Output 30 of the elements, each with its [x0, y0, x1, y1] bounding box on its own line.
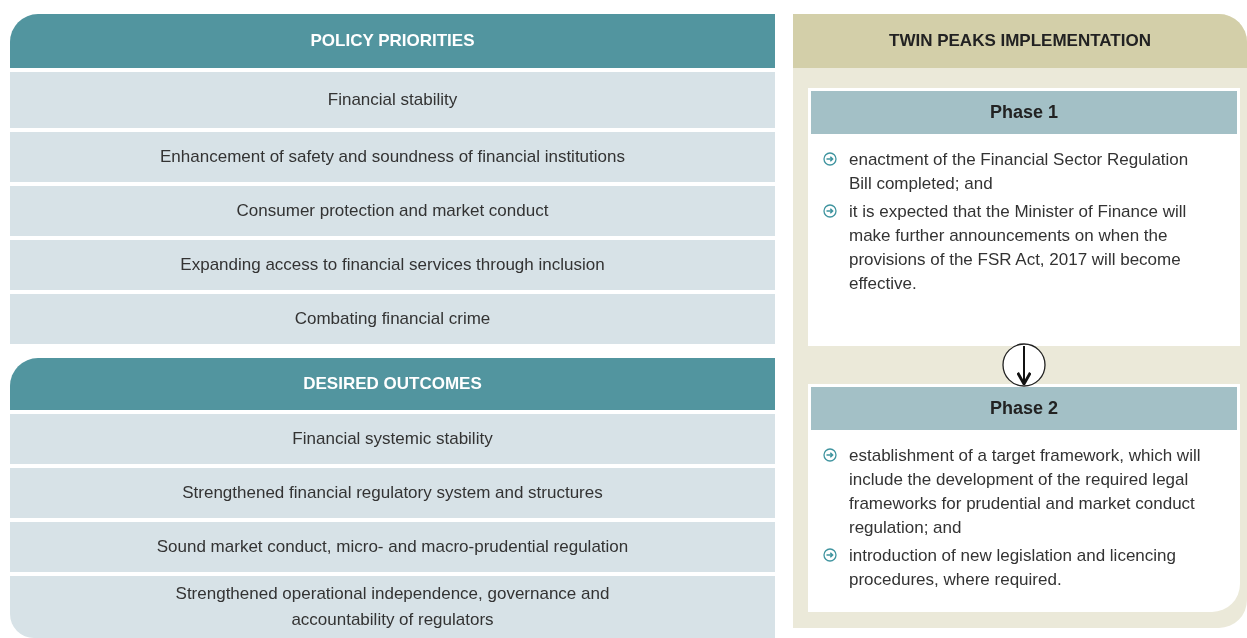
item-text: Expanding access to financial services through inclusion	[180, 254, 605, 276]
panel	[793, 14, 1247, 628]
section-heading: POLICY PRIORITIES	[310, 30, 475, 53]
item-text: Combating financial crime	[294, 308, 491, 330]
phase-heading: Phase 1	[989, 101, 1058, 124]
item-row	[10, 522, 775, 572]
phase-heading: Phase 2	[989, 397, 1058, 420]
item-text: Financial systemic stability	[292, 428, 493, 450]
phase-card	[808, 88, 1240, 346]
phase-card	[808, 384, 1240, 612]
item-row	[10, 576, 775, 638]
item-row	[10, 72, 775, 128]
item-row	[10, 132, 775, 182]
bullet-text: introduction of new legislation and licencing procedures, where required.	[849, 545, 1177, 591]
item-text: Sound market conduct, micro- and macro-prudential regulation	[156, 536, 629, 558]
section-heading: DESIRED OUTCOMES	[303, 373, 482, 396]
section-heading: TWIN PEAKS IMPLEMENTATION	[889, 30, 1151, 53]
item-text: Enhancement of safety and soundness of financial institutions	[160, 146, 625, 168]
item-text: Strengthened financial regulatory system and structures	[182, 482, 603, 504]
header-band	[10, 14, 775, 68]
item-text: Financial stability	[327, 89, 458, 111]
item-row	[10, 468, 775, 518]
item-text: Strengthened operational independence, governance and accountability of regulators	[174, 583, 611, 631]
item-row	[10, 414, 775, 464]
item-row	[10, 240, 775, 290]
item-row	[10, 186, 775, 236]
item-text: Consumer protection and market conduct	[236, 200, 549, 222]
bullet-text: it is expected that the Minister of Finance will make further announcements on when the provisions of the FSR Act, 2017 will become effective.	[849, 201, 1188, 295]
item-row	[10, 294, 775, 344]
header-band	[10, 358, 775, 410]
